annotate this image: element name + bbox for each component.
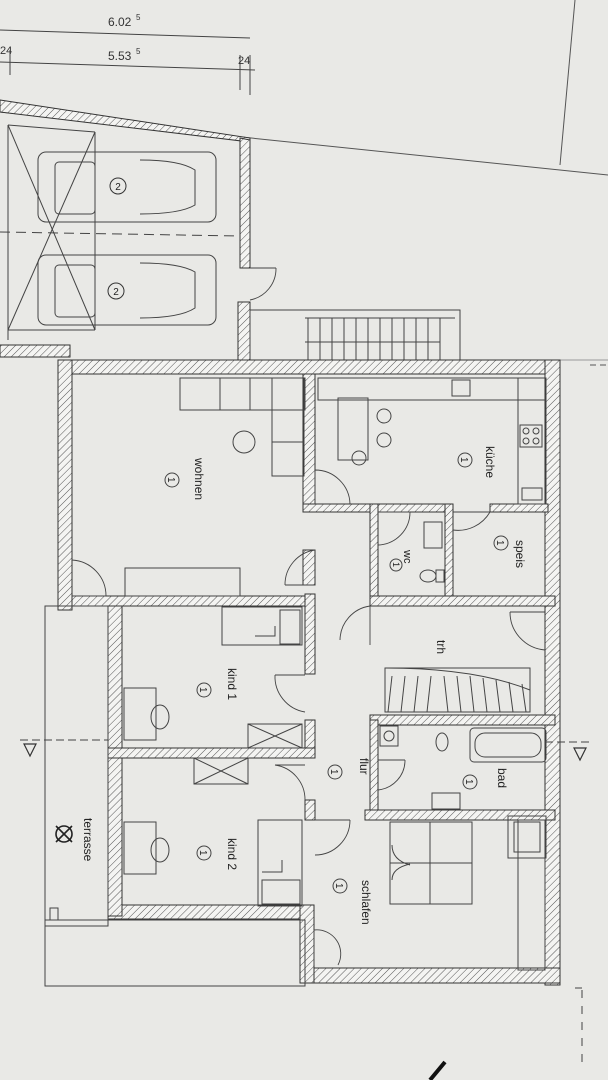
stair-tread [387, 675, 393, 713]
inner-width-sup: 5 [136, 47, 141, 56]
stair-tread [495, 679, 501, 713]
room-kueche-label: küche [483, 446, 497, 478]
garage-car2-number: 2 [113, 287, 119, 298]
terrasse-label: terrasse [81, 818, 95, 862]
inner-width-label: 5.53 [108, 49, 132, 63]
room-speis-number: 1 [494, 540, 505, 546]
room-speis-label: speis [513, 540, 527, 568]
room-bad-label: bad [495, 768, 509, 788]
room-schlafen: schlafen 1 [313, 815, 547, 971]
garage-car1-number: 2 [115, 182, 121, 193]
stair-tread [413, 675, 419, 713]
room-kind1-label: kind 1 [225, 668, 239, 700]
room-wc-number: 1 [391, 562, 401, 567]
room-kind1-number: 1 [197, 687, 208, 693]
terrasse: terrasse [20, 605, 306, 987]
stair-tread [469, 675, 475, 713]
room-kind2: kind 2 1 [123, 757, 306, 907]
room-kueche-number: 1 [458, 457, 469, 463]
room-bad-number: 1 [463, 779, 474, 785]
garage: 2 2 [0, 99, 277, 361]
room-flur-number: 1 [328, 769, 339, 775]
room-bad: bad 1 [377, 725, 547, 810]
room-wohnen-number: 1 [165, 477, 176, 483]
room-flur-label: flur [357, 758, 371, 775]
room-wc-label: wc [401, 549, 413, 564]
room-trh: trh [339, 605, 546, 713]
stair-tread [456, 675, 462, 713]
stair-tread [508, 681, 514, 713]
room-speis: speis 1 [452, 511, 527, 568]
room-wohnen: wohnen 1 [71, 377, 306, 597]
wall-left-label: 24 [0, 45, 12, 57]
room-wc: wc 1 [377, 511, 445, 583]
room-wohnen-label: wohnen [192, 457, 206, 500]
room-trh-label: trh [434, 640, 448, 654]
room-kind2-label: kind 2 [225, 838, 239, 870]
room-kind2-number: 1 [197, 850, 208, 856]
overall-width-label: 6.02 [108, 15, 132, 29]
entry-stair [249, 309, 461, 366]
house-walls [57, 359, 561, 986]
stair-tread [443, 675, 449, 713]
wall-right-label: 24 [238, 55, 250, 67]
room-schlafen-number: 1 [333, 883, 344, 889]
room-flur: flur 1 [284, 549, 371, 780]
stair-tread [426, 675, 432, 713]
stair-tread [521, 683, 527, 713]
room-schlafen-label: schlafen [359, 880, 373, 925]
room-kind1: kind 1 1 [123, 606, 306, 749]
stair-tread [482, 677, 488, 713]
stair-tread [400, 675, 406, 713]
overall-width-sup: 5 [136, 13, 141, 22]
section-marks [428, 741, 590, 1080]
room-kueche: küche 1 [314, 377, 547, 505]
